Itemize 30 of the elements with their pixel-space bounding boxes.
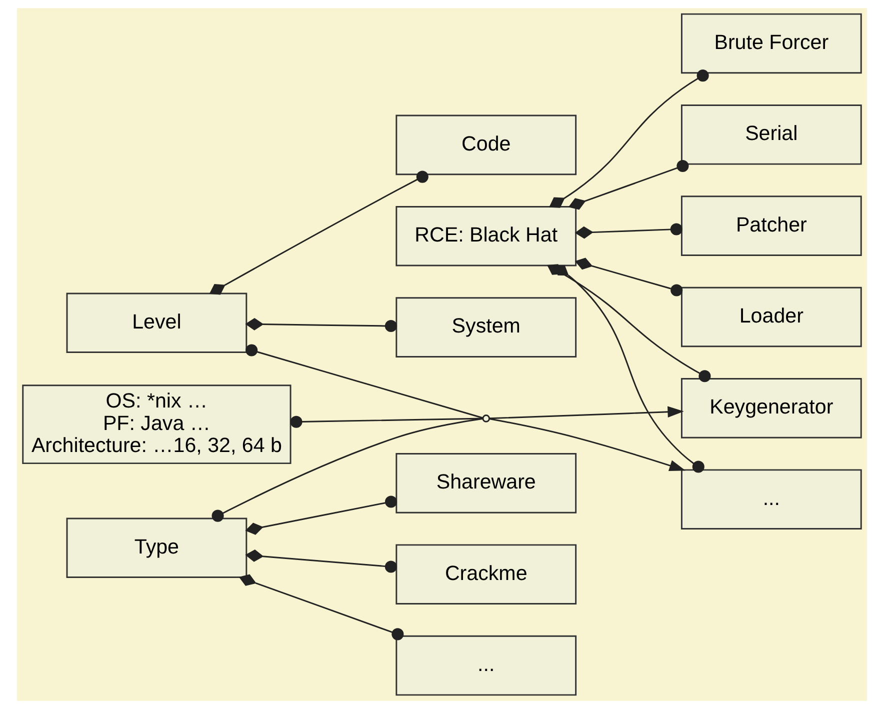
node-box: ... — [680, 469, 862, 530]
node-point — [482, 414, 490, 422]
connector — [208, 170, 428, 295]
node-box: OS: *nix … PF: Java … Architecture: …16, 32, 64 b — [22, 384, 291, 464]
arrow — [488, 406, 684, 420]
connector — [244, 496, 397, 535]
connector — [568, 160, 688, 210]
connector — [244, 550, 396, 573]
connector — [574, 258, 682, 296]
node-box: Loader — [680, 286, 862, 348]
node-box: Patcher — [680, 196, 862, 256]
connector — [211, 418, 482, 522]
arrow — [489, 418, 686, 471]
node-box: Code — [395, 114, 576, 176]
node-box: System — [395, 297, 576, 358]
connector — [238, 574, 404, 640]
node-box: Keygenerator — [680, 378, 862, 438]
connector — [244, 318, 396, 332]
connector — [548, 70, 708, 208]
connector — [245, 344, 482, 419]
node-box: Shareware — [395, 453, 576, 514]
node-box: Level — [66, 292, 247, 354]
connector — [574, 223, 682, 239]
connector — [290, 416, 482, 428]
node-box: Brute Forcer — [680, 13, 862, 74]
node-box: ... — [395, 635, 576, 696]
node-box: Type — [66, 518, 247, 578]
node-box: Crackme — [395, 544, 576, 604]
node-box: RCE: Black Hat — [395, 206, 576, 266]
node-box: Serial — [680, 104, 862, 165]
